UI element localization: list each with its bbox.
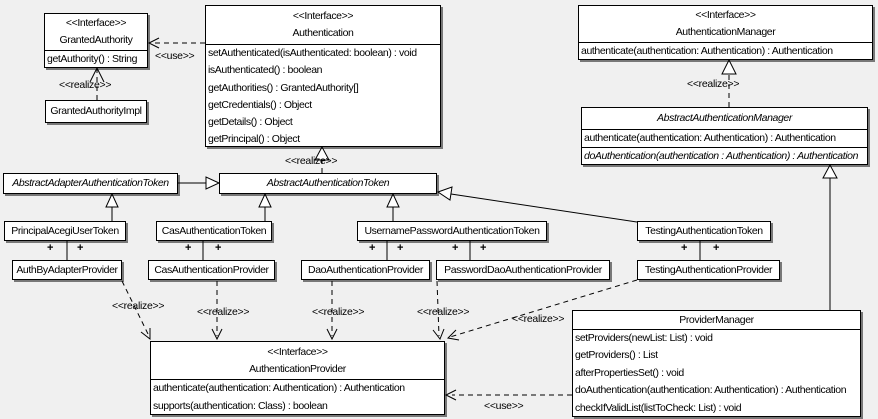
class-abstract-authentication-manager: AbstractAuthenticationManager authentica… (581, 107, 868, 165)
class-name: PasswordDaoAuthenticationProvider (444, 263, 602, 276)
method: getProviders() : List (575, 349, 658, 362)
association-plus: + (397, 242, 404, 254)
association-plus: + (713, 242, 720, 254)
class-name: UsernamePasswordAuthenticationToken (364, 224, 540, 237)
method: getPrincipal() : Object (208, 133, 300, 146)
class-name: GrantedAuthorityImpl (50, 105, 142, 117)
class-name: AbstractAuthenticationToken (266, 177, 390, 189)
class-name: TestingAuthenticationToken (645, 224, 763, 237)
realize-label: <<realize>> (512, 313, 565, 325)
class-cas-authentication-provider: CasAuthenticationProvider (148, 260, 275, 280)
class-username-password-authentication-token: UsernamePasswordAuthenticationToken (357, 221, 547, 241)
stereotype-label: <<Interface>> (695, 9, 756, 21)
class-authentication-provider: <<Interface>> AuthenticationProvider aut… (150, 341, 445, 415)
realize-label: <<realize>> (312, 306, 365, 318)
class-granted-authority: <<Interface>> GrantedAuthority getAuthor… (44, 13, 148, 68)
method: afterPropertiesSet() : void (575, 366, 684, 379)
stereotype-label: <<Interface>> (267, 345, 328, 358)
class-name: AuthenticationProvider (249, 362, 346, 375)
realize-label: <<realize>> (687, 78, 740, 90)
use-label: <<use>> (484, 400, 524, 412)
method: getDetails() : Object (208, 116, 293, 129)
use-label: <<use>> (155, 50, 195, 62)
association-plus: + (77, 242, 84, 254)
class-name: CasAuthenticationProvider (154, 263, 269, 276)
method: authenticate(authentication: Authenticat… (581, 45, 833, 57)
association-plus: + (185, 242, 192, 254)
class-abstract-authentication-token: AbstractAuthenticationToken (219, 173, 437, 194)
association-plus: + (480, 242, 487, 254)
association-plus: + (681, 242, 688, 254)
association-plus: + (369, 242, 376, 254)
class-name: PrincipalAcegiUserToken (11, 224, 119, 237)
class-name: AuthenticationManager (675, 26, 776, 38)
class-name: GrantedAuthority (59, 34, 133, 46)
method: authenticate(authentication: Authenticat… (153, 382, 405, 394)
method: setProviders(newList: List) : void (575, 332, 713, 344)
association-plus: + (452, 242, 459, 254)
class-testing-authentication-token: TestingAuthenticationToken (637, 221, 771, 241)
class-granted-authority-impl: GrantedAuthorityImpl (45, 100, 147, 123)
method: getAuthority() : String (47, 53, 138, 65)
class-authentication-manager: <<Interface>> AuthenticationManager auth… (578, 5, 873, 60)
method: supports(authentication: Class) : boolea… (153, 399, 328, 412)
class-principal-acegi-user-token: PrincipalAcegiUserToken (4, 221, 126, 241)
realize-label: <<realize>> (197, 306, 250, 318)
class-auth-by-adapter-provider: AuthByAdapterProvider (12, 260, 122, 280)
class-abstract-adapter-authentication-token: AbstractAdapterAuthenticationToken (3, 173, 178, 194)
realize-label: <<realize>> (112, 300, 165, 312)
method: isAuthenticated() : boolean (208, 64, 323, 77)
class-provider-manager: ProviderManager setProviders(newList: Li… (572, 310, 861, 417)
stereotype-label: <<Interface>> (292, 10, 354, 22)
class-name: Authentication (292, 27, 354, 39)
class-dao-authentication-provider: DaoAuthenticationProvider (301, 260, 430, 280)
class-password-dao-authentication-provider: PasswordDaoAuthenticationProvider (436, 260, 610, 280)
method: setAuthenticated(isAuthenticated: boolea… (208, 47, 417, 59)
class-name: AbstractAdapterAuthenticationToken (12, 177, 169, 189)
realize-label: <<realize>> (417, 306, 470, 318)
class-name: AbstractAuthenticationManager (657, 112, 792, 124)
class-name: AuthByAdapterProvider (16, 263, 118, 276)
class-name: ProviderManager (679, 313, 754, 326)
class-cas-authentication-token: CasAuthenticationToken (156, 221, 272, 241)
realize-label: <<realize>> (285, 155, 338, 167)
class-name: TestingAuthenticationProvider (644, 263, 773, 276)
method: doAuthentication(authentication : Authen… (584, 150, 859, 162)
method: checkIfValidList(listToCheck: List) : vo… (575, 401, 742, 414)
class-authentication: <<Interface>> Authentication setAuthenti… (205, 5, 441, 147)
association-plus: + (215, 242, 222, 254)
association-plus: + (47, 242, 54, 254)
class-name: CasAuthenticationToken (161, 224, 267, 237)
method: getAuthorities() : GrantedAuthority[] (208, 81, 359, 94)
method: doAuthentication(authentication: Authent… (575, 384, 847, 397)
stereotype-label: <<Interface>> (65, 17, 127, 29)
realize-label: <<realize>> (59, 79, 112, 91)
class-name: DaoAuthenticationProvider (308, 263, 423, 276)
method: getCredentials() : Object (208, 98, 312, 111)
method: authenticate(authentication: Authenticat… (584, 132, 836, 144)
class-testing-authentication-provider: TestingAuthenticationProvider (637, 260, 780, 280)
